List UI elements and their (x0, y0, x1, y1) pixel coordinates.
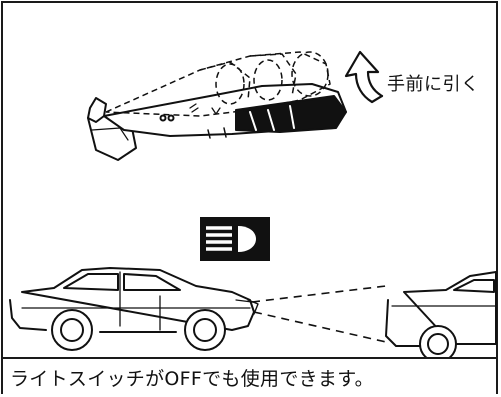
pull-arrow-icon (344, 50, 384, 104)
lever-switch (87, 83, 347, 161)
own-car (9, 267, 259, 351)
caption-text: ライトスイッチがOFFでも使用できます。 (10, 368, 374, 390)
pull-toward-label: 手前に引く (387, 74, 480, 95)
high-beam-icon (200, 217, 270, 261)
other-car (385, 271, 497, 363)
caption-band (3, 357, 496, 395)
lever-ghost-outline (105, 51, 331, 117)
headlight-beam (251, 285, 387, 343)
